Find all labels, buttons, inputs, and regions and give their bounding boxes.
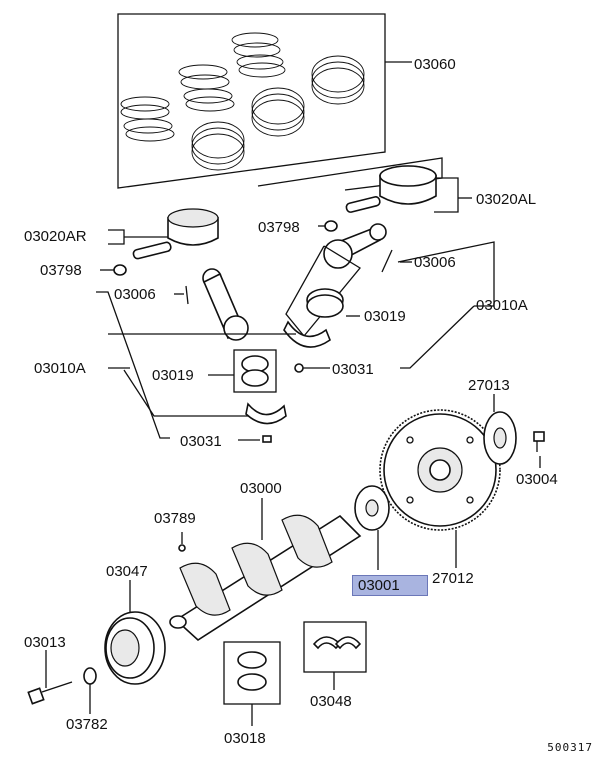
label-27013: 27013 xyxy=(468,377,510,394)
pulley-washer xyxy=(83,667,97,685)
label-03031-left: 03031 xyxy=(180,433,222,450)
label-03013: 03013 xyxy=(24,634,66,651)
rod-nut-left xyxy=(262,435,272,443)
label-03020AL: 03020AL xyxy=(476,191,537,208)
crank-spacer-plate xyxy=(354,485,390,531)
label-03010A-right: 03010A xyxy=(476,297,528,314)
piston-right xyxy=(345,165,437,213)
adapter-plate xyxy=(483,411,517,465)
flywheel xyxy=(379,409,501,531)
label-03060: 03060 xyxy=(414,56,456,73)
label-03018: 03018 xyxy=(224,730,266,747)
crank-pulley xyxy=(104,611,166,685)
piston-pin-clip-right xyxy=(324,220,338,232)
piston-left xyxy=(132,208,219,260)
label-03001-highlighted[interactable]: 03001 xyxy=(352,575,428,596)
label-03047: 03047 xyxy=(106,563,148,580)
label-03019-left: 03019 xyxy=(152,367,194,384)
connecting-rod-left xyxy=(185,268,249,341)
pulley-bolt xyxy=(27,681,73,705)
bearing-pair-right xyxy=(306,288,344,318)
diagram-id-code: 500317 xyxy=(547,741,593,754)
bearing-pair-left xyxy=(233,349,277,393)
label-03782: 03782 xyxy=(66,716,108,733)
label-03004: 03004 xyxy=(516,471,558,488)
piston-pin-clip-left xyxy=(113,264,127,276)
label-03031-right: 03031 xyxy=(332,361,374,378)
label-03006-right: 03006 xyxy=(414,254,456,271)
rod-cap-left xyxy=(245,402,287,425)
label-03006-left: 03006 xyxy=(114,286,156,303)
label-03010A-left: 03010A xyxy=(34,360,86,377)
label-03019-right: 03019 xyxy=(364,308,406,325)
label-03789: 03789 xyxy=(154,510,196,527)
label-03000: 03000 xyxy=(240,480,282,497)
piston-rings-box xyxy=(117,13,412,189)
rod-cap-right xyxy=(283,320,331,348)
label-03048: 03048 xyxy=(310,693,352,710)
main-bearing-set-lower xyxy=(223,641,281,705)
label-03020AR: 03020AR xyxy=(24,228,87,245)
piston-ring-set-graphic xyxy=(120,32,365,171)
flywheel-bolt xyxy=(533,431,545,452)
crankshaft xyxy=(169,514,362,642)
label-27012: 27012 xyxy=(432,570,474,587)
crank-key xyxy=(178,544,186,552)
thrust-bearing-set xyxy=(303,621,367,673)
label-03798-left: 03798 xyxy=(40,262,82,279)
label-03798-right: 03798 xyxy=(258,219,300,236)
rod-nut-right xyxy=(294,363,304,373)
connecting-rod-right xyxy=(323,223,393,273)
